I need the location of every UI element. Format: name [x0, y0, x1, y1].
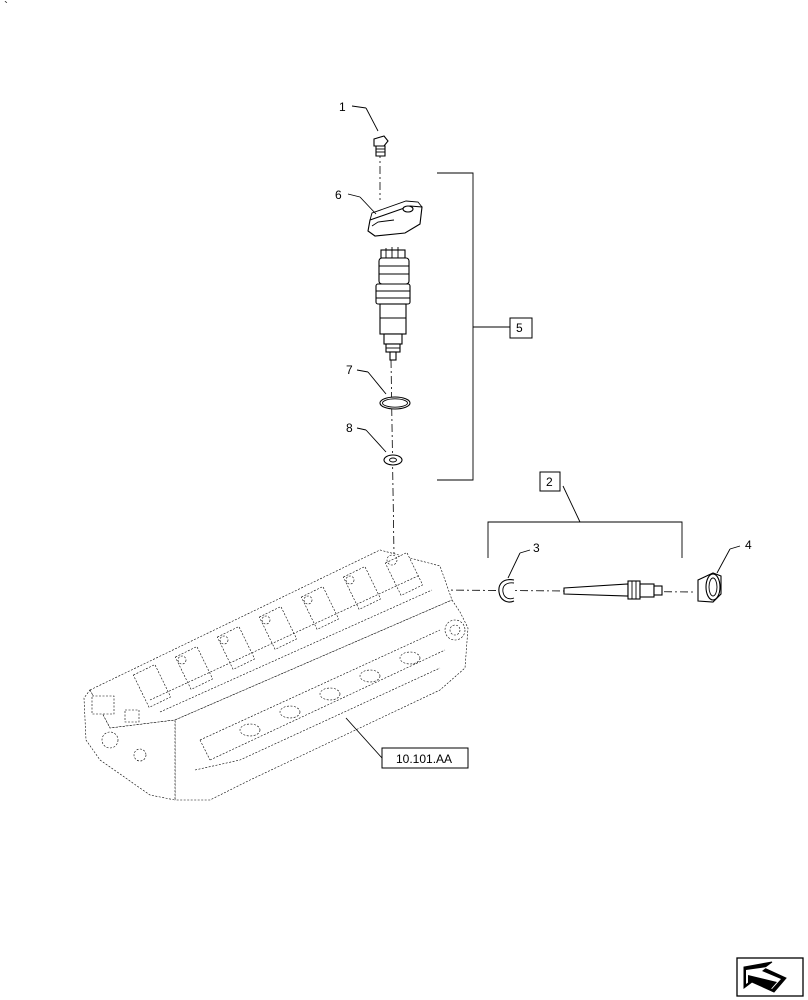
- leader-6b: [359, 196, 377, 215]
- leader-4b: [716, 548, 731, 574]
- bracket-2: [487, 521, 683, 558]
- sleeve-nut-part[interactable]: [697, 572, 722, 603]
- connector-tube-part[interactable]: [563, 580, 663, 600]
- leader-3b: [507, 552, 521, 579]
- callout-5: 5: [516, 321, 523, 335]
- callout-6: 6: [335, 188, 342, 202]
- leader-4: [729, 545, 741, 550]
- callout-2: 2: [546, 475, 553, 489]
- reference-leader: [345, 717, 383, 759]
- callout-1: 1: [339, 100, 346, 114]
- leader-8: [356, 427, 367, 431]
- leader-6: [347, 193, 361, 198]
- leader-1: [351, 105, 367, 109]
- callout-5-box: [509, 317, 533, 339]
- cylinder-head-part[interactable]: [83, 549, 469, 801]
- callout-3: 3: [533, 541, 540, 555]
- leader-1b: [365, 107, 379, 132]
- callout-8: 8: [346, 421, 353, 435]
- reference-box: [381, 747, 469, 769]
- leader-7b: [367, 371, 387, 395]
- callout-2-box: [539, 471, 561, 492]
- leader-3: [519, 549, 531, 554]
- o-ring-inner: [382, 398, 408, 408]
- washer-hole: [389, 457, 397, 463]
- washer-part[interactable]: [383, 454, 403, 466]
- bolt-part[interactable]: [373, 135, 389, 157]
- clamp-part[interactable]: [367, 200, 423, 237]
- navigation-arrow-icon[interactable]: [736, 957, 804, 997]
- corner-mark: `: [4, 0, 8, 13]
- injector-part[interactable]: [375, 247, 411, 361]
- snap-ring-part[interactable]: [498, 579, 515, 603]
- leader-8b: [365, 429, 387, 453]
- bracket-2-leader: [562, 485, 581, 523]
- callout-4: 4: [745, 538, 752, 552]
- bracket-5: [437, 172, 474, 481]
- callout-7: 7: [346, 363, 353, 377]
- reference-label: 10.101.AA: [396, 752, 452, 766]
- leader-7: [356, 369, 369, 373]
